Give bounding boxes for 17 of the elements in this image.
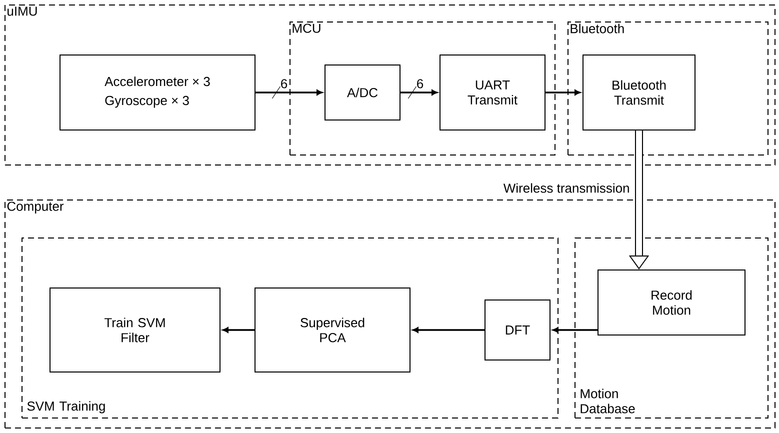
arrow	[256, 90, 322, 96]
process-box: Supervised PCA	[254, 288, 410, 372]
arrow	[222, 327, 254, 333]
process-box: Train SVM Filter	[50, 288, 220, 372]
arrow	[546, 90, 580, 96]
arrow	[400, 90, 438, 96]
process-box: Accelerometer × 3 Gyroscope × 3	[60, 54, 256, 130]
process-box: Record Motion	[598, 270, 746, 336]
process-box: UART Transmit	[440, 54, 546, 130]
process-box: Bluetooth Transmit	[582, 54, 696, 130]
arrow	[552, 327, 598, 333]
edge-label: 6	[417, 79, 424, 88]
edge-label: Wireless transmission	[503, 183, 629, 193]
edge-label: 6	[281, 79, 288, 88]
process-box: A/DC	[324, 64, 400, 120]
arrow	[412, 327, 484, 333]
process-box: DFT	[484, 300, 550, 360]
